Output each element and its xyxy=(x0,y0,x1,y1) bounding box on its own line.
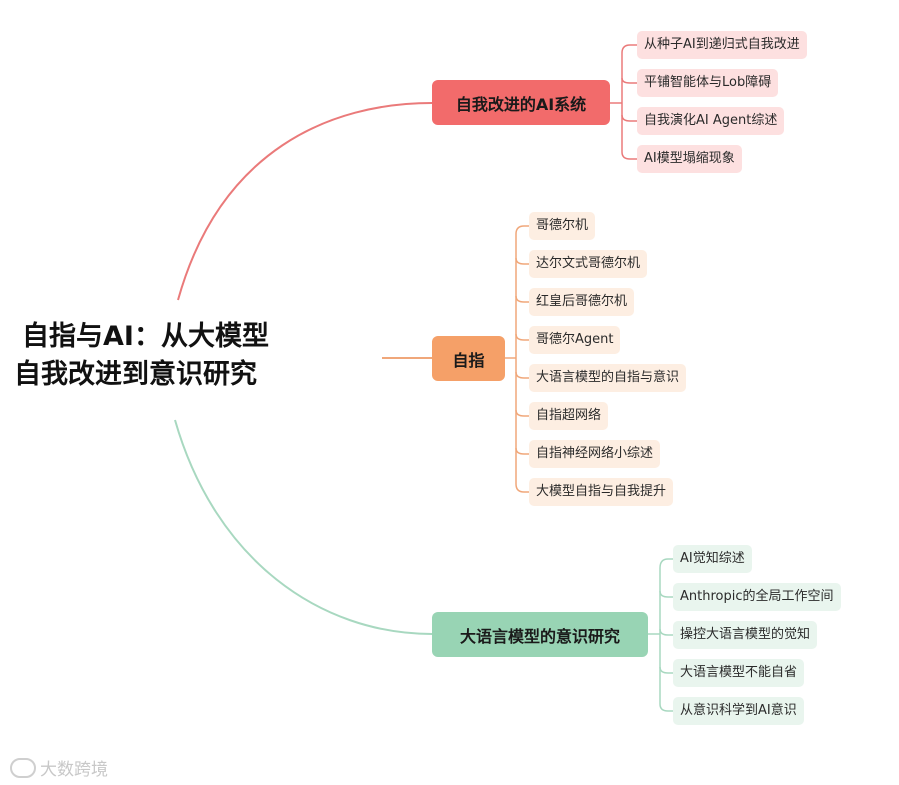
root-title-line-1: 自指与AI：从大模型 xyxy=(22,321,269,352)
leaf-item[interactable]: 自指超网络 xyxy=(529,402,609,430)
branch-label: 自指 xyxy=(452,350,485,370)
leaf-item[interactable]: 哥德尔Agent xyxy=(529,326,621,354)
branch-self-improving-ai[interactable]: 自我改进的AI系统 xyxy=(432,80,610,125)
watermark: 大数跨境 xyxy=(10,755,108,780)
branch-label: 自我改进的AI系统 xyxy=(455,94,587,114)
leaf-item[interactable]: 大模型自指与自我提升 xyxy=(529,478,674,506)
leaf-item[interactable]: 自我演化AI Agent综述 xyxy=(637,107,785,135)
connector-root-branch-1 xyxy=(177,102,433,301)
leaf-item[interactable]: 哥德尔机 xyxy=(529,212,596,240)
branch-label: 大语言模型的意识研究 xyxy=(459,626,620,646)
leaf-item[interactable]: 平铺智能体与Lob障碍 xyxy=(637,69,779,97)
leaf-item[interactable]: 从种子AI到递归式自我改进 xyxy=(637,31,807,59)
leaf-item[interactable]: 红皇后哥德尔机 xyxy=(529,288,635,316)
leaf-item[interactable]: 大语言模型的自指与意识 xyxy=(529,364,687,392)
leaf-connectors-branch-3 xyxy=(648,558,674,712)
leaf-item[interactable]: AI觉知综述 xyxy=(673,545,752,573)
watermark-text: 大数跨境 xyxy=(40,760,108,780)
leaf-item[interactable]: Anthropic的全局工作空间 xyxy=(673,583,841,611)
connector-root-branch-3 xyxy=(174,419,433,635)
leaf-item[interactable]: 大语言模型不能自省 xyxy=(673,659,805,687)
root-title-line-2: 自我改进到意识研究 xyxy=(14,359,257,390)
root-topic[interactable]: 自指与AI：从大模型 自我改进到意识研究 xyxy=(14,318,314,394)
leaf-item[interactable]: 达尔文式哥德尔机 xyxy=(529,250,648,278)
branch-self-reference[interactable]: 自指 xyxy=(432,336,505,381)
leaf-connectors-branch-2 xyxy=(505,225,530,493)
leaf-item[interactable]: 自指神经网络小综述 xyxy=(529,440,661,468)
leaf-connectors-branch-1 xyxy=(610,44,638,160)
leaf-item[interactable]: 从意识科学到AI意识 xyxy=(673,697,804,725)
leaf-item[interactable]: AI模型塌缩现象 xyxy=(637,145,742,173)
branch-llm-consciousness[interactable]: 大语言模型的意识研究 xyxy=(432,612,648,657)
brand-logo-icon xyxy=(10,757,36,778)
leaf-item[interactable]: 操控大语言模型的觉知 xyxy=(673,621,818,649)
